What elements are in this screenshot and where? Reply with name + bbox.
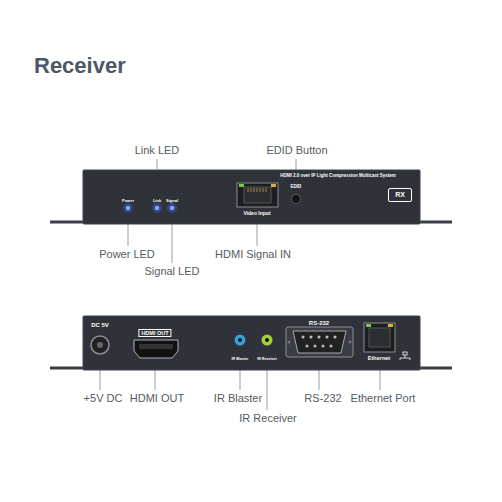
callout-label: Signal LED — [144, 265, 199, 277]
panel-text: Link — [153, 199, 161, 203]
callout-label: EDID Button — [266, 144, 327, 156]
callout-label: Link LED — [135, 144, 180, 156]
panel-text: RS-232 — [309, 320, 329, 327]
callout-label: IR Receiver — [239, 412, 296, 424]
device-panel: HDMI 2.0 over IP Light Compression Multi… — [83, 170, 420, 224]
panel-text: Ethernet — [368, 355, 390, 361]
callout-label: +5V DC — [84, 392, 123, 404]
panel-text: Signal — [166, 199, 178, 203]
callout-label: Ethernet Port — [351, 392, 416, 404]
panel-text: EDID — [291, 185, 302, 190]
panel-text: IR Receiver — [257, 358, 277, 362]
callout-label: HDMI OUT — [130, 392, 184, 404]
diagram-title: Receiver — [34, 54, 126, 78]
panel-text: HDMI OUT — [138, 329, 171, 337]
panel-text: IR Blaster — [232, 358, 249, 362]
panel-text: DC 5V — [91, 322, 109, 329]
callout-label: Power LED — [99, 248, 155, 260]
device-panel: DC 5V HDMI OUT IR Blaster IR Receiver RS-232… — [83, 316, 420, 370]
rx-badge: RX — [388, 188, 412, 202]
badge-text: RX — [395, 191, 405, 199]
callout-label: IR Blaster — [214, 392, 262, 404]
callout-label: HDMI Signal IN — [215, 248, 291, 260]
panel-text: Video Input — [243, 211, 270, 217]
panel-text: Power — [122, 199, 134, 203]
callout-label: RS-232 — [304, 392, 341, 404]
panel-text: HDMI 2.0 over IP Light Compression Multi… — [280, 174, 395, 179]
